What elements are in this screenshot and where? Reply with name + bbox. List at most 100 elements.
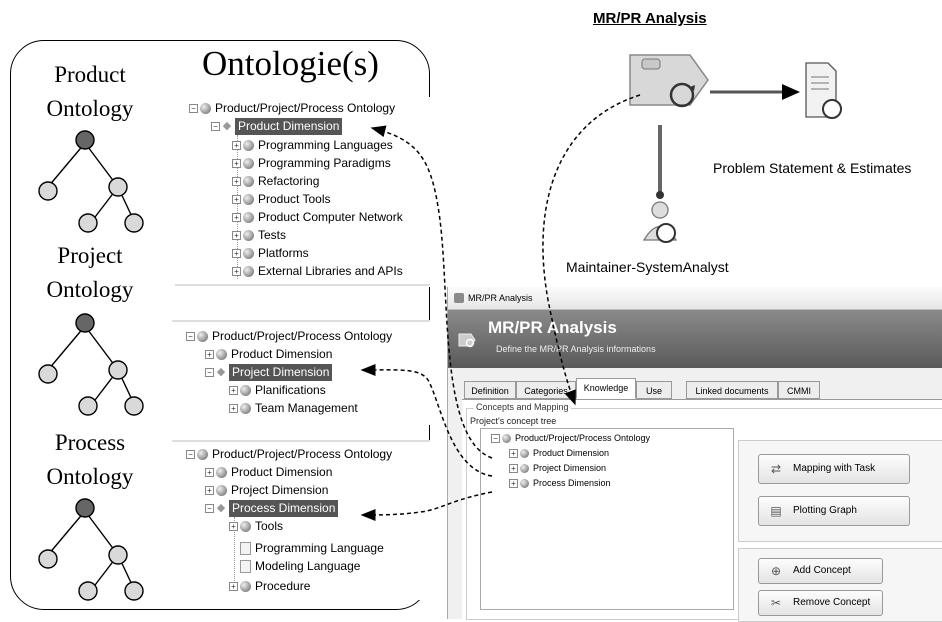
tree-item[interactable]: Programming Language: [240, 540, 384, 557]
tree-item[interactable]: +Project Dimension: [205, 482, 328, 499]
arrow-workflow-to-tab: [542, 94, 641, 406]
tree-root[interactable]: −Product/Project/Process Ontology: [189, 100, 395, 117]
tab-linked-documents[interactable]: Linked documents: [686, 381, 778, 399]
add-concept-button[interactable]: ⊕ Add Concept: [758, 558, 883, 584]
tree-item[interactable]: +Process Dimension: [509, 478, 611, 489]
expand-icon[interactable]: +: [229, 404, 238, 414]
tab-definition[interactable]: Definition: [464, 381, 516, 399]
tab-knowledge[interactable]: Knowledge: [576, 378, 636, 399]
expand-icon[interactable]: +: [509, 464, 518, 474]
activity-icon: [629, 54, 709, 108]
tab-use[interactable]: Use: [636, 381, 672, 399]
tree-item[interactable]: +Procedure: [229, 578, 310, 595]
tree-item[interactable]: + Tests: [232, 227, 286, 244]
plotting-graph-button[interactable]: ▤ Plotting Graph: [758, 496, 910, 526]
ontology-icon: [197, 449, 208, 461]
tree-root[interactable]: −Product/Project/Process Ontology: [186, 328, 392, 345]
tree-item[interactable]: Modeling Language: [240, 558, 360, 575]
tree-item[interactable]: + Product Dimension: [509, 448, 610, 459]
tree-item[interactable]: + Refactoring: [232, 173, 319, 190]
mapping-with-task-button[interactable]: ⇄ Mapping with Task: [758, 454, 910, 484]
ontology-icon: [243, 140, 254, 152]
concept-tree[interactable]: − Product/Project/Process Ontology + Produ…: [480, 428, 734, 610]
collapse-icon[interactable]: −: [205, 504, 214, 514]
collapse-icon[interactable]: −: [186, 450, 195, 460]
expand-icon[interactable]: +: [205, 468, 214, 478]
divider: [172, 320, 430, 322]
tree-item[interactable]: +External Libraries and APIs: [232, 263, 403, 280]
tree-item-label: Product Dimension: [235, 118, 343, 136]
expand-icon[interactable]: +: [232, 141, 241, 151]
expand-icon[interactable]: +: [232, 177, 241, 187]
window-title: MR/PR Analysis: [468, 293, 533, 303]
remove-concept-button[interactable]: ✂ Remove Concept: [758, 590, 883, 616]
expand-icon[interactable]: +: [232, 195, 241, 205]
tree-item-label: Team Management: [255, 401, 358, 416]
workflow-graphic: [629, 54, 842, 243]
document-output-icon: [805, 62, 842, 119]
group-label: Concepts and Mapping: [474, 402, 571, 412]
tree-item-label: Product Dimension: [533, 448, 610, 458]
tree-item-label: Product Dimension: [231, 465, 333, 480]
app-window: MR/PR Analysis MR/PR Analysis Define the…: [447, 287, 942, 622]
ontology-icon: [243, 266, 254, 278]
tree-item-selected[interactable]: −◆Process Dimension: [205, 500, 339, 518]
tree-item-label: Programming Language: [255, 541, 384, 556]
tab-cmmi[interactable]: CMMI: [778, 381, 820, 399]
tree-item-label: Product Tools: [258, 192, 331, 207]
tree-item[interactable]: + Platforms: [232, 245, 309, 262]
ontology-icon: [197, 331, 208, 343]
button-label: Mapping with Task: [793, 463, 876, 474]
tree-item[interactable]: +Product Computer Network: [232, 209, 403, 226]
ontology-icon: [240, 385, 251, 397]
expand-icon[interactable]: +: [232, 213, 241, 223]
ontology-icon: [520, 479, 529, 489]
dimension-icon: ◆: [216, 366, 226, 379]
tree-item[interactable]: +Programming Paradigms: [232, 155, 391, 172]
tree-item[interactable]: +Project Dimension: [509, 463, 606, 474]
collapse-icon[interactable]: −: [186, 332, 195, 342]
collapse-icon[interactable]: −: [189, 104, 198, 114]
tree-root[interactable]: −Product/Project/Process Ontology: [186, 446, 392, 463]
collapse-icon[interactable]: −: [205, 368, 214, 378]
tree-item-selected[interactable]: −◆Project Dimension: [205, 364, 333, 382]
expand-icon[interactable]: +: [205, 350, 214, 360]
process-label-line1: Process: [54, 430, 126, 455]
expand-icon[interactable]: +: [232, 231, 241, 241]
expand-icon[interactable]: +: [229, 386, 238, 396]
tree-connector: [237, 135, 238, 279]
tree-item[interactable]: +Tools: [229, 518, 283, 535]
tree-root-label: Product/Project/Process Ontology: [515, 433, 651, 443]
expand-icon[interactable]: +: [229, 522, 238, 532]
tab-categories[interactable]: Categories: [516, 381, 576, 399]
ontology-icon: [200, 103, 211, 115]
tree-item[interactable]: + Team Management: [229, 400, 358, 417]
collapse-icon[interactable]: −: [211, 122, 220, 132]
tree-item-selected[interactable]: −◆Product Dimension: [211, 118, 343, 136]
tree-item[interactable]: + Product Tools: [232, 191, 331, 208]
dimension-icon: ◆: [216, 502, 226, 515]
tree-item[interactable]: +Programming Languages: [232, 137, 393, 154]
arrowhead: [782, 84, 800, 100]
expand-icon[interactable]: +: [232, 249, 241, 259]
header-title: MR/PR Analysis: [488, 318, 617, 337]
tree-item[interactable]: + Planifications: [229, 382, 326, 399]
remove-icon: ✂: [770, 596, 782, 610]
expand-icon[interactable]: +: [232, 159, 241, 169]
tree-item-label: Planifications: [255, 383, 326, 398]
ontology-icon: [520, 464, 529, 474]
add-icon: ⊕: [770, 564, 782, 578]
tree-item[interactable]: +Product Dimension: [205, 346, 332, 363]
expand-icon[interactable]: +: [229, 582, 238, 592]
expand-icon[interactable]: +: [509, 449, 518, 459]
collapse-icon[interactable]: −: [491, 434, 500, 444]
tree-root[interactable]: − Product/Project/Process Ontology: [491, 433, 651, 444]
expand-icon[interactable]: +: [509, 479, 518, 489]
tree-item-label: Process Dimension: [229, 500, 339, 518]
tree-item-label: Platforms: [258, 246, 309, 261]
tree-item[interactable]: + Product Dimension: [205, 464, 332, 481]
expand-icon[interactable]: +: [205, 486, 214, 496]
tree-item-label: Refactoring: [258, 174, 320, 189]
expand-icon[interactable]: +: [232, 267, 241, 277]
tree-item-label: Tests: [258, 228, 287, 243]
